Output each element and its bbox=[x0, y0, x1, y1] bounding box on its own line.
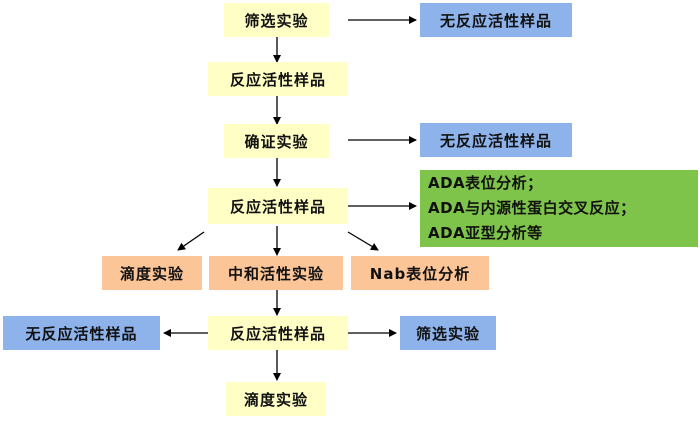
titer-test-box: 滴度实验 bbox=[102, 256, 202, 290]
arrow-reactive-to-titer bbox=[177, 231, 205, 251]
screen-test-box-2: 筛选实验 bbox=[400, 316, 496, 350]
arrow-reactive-to-nab bbox=[347, 231, 379, 251]
reactive-sample-box-1: 反应活性样品 bbox=[208, 62, 348, 96]
ada-analysis-line-2: ADA与内源性蛋白交叉反应； bbox=[428, 199, 636, 217]
titer-test-box-2: 滴度实验 bbox=[226, 382, 326, 416]
screen-test-box: 筛选实验 bbox=[224, 3, 329, 37]
neutralizing-test-box: 中和活性实验 bbox=[209, 256, 343, 290]
confirm-test-box: 确证实验 bbox=[224, 124, 329, 158]
reactive-sample-box-3: 反应活性样品 bbox=[208, 316, 348, 350]
no-reactive-sample-box-2: 无反应活性样品 bbox=[420, 123, 572, 157]
no-reactive-sample-box-1: 无反应活性样品 bbox=[420, 3, 572, 37]
nab-epitope-box: Nab表位分析 bbox=[351, 256, 489, 290]
reactive-sample-box-2: 反应活性样品 bbox=[208, 188, 348, 224]
ada-analysis-line-3: ADA亚型分析等 bbox=[428, 224, 543, 242]
ada-analysis-line-1: ADA表位分析； bbox=[428, 174, 543, 192]
no-reactive-sample-box-3: 无反应活性样品 bbox=[3, 316, 160, 350]
ada-analysis-box: ADA表位分析； ADA与内源性蛋白交叉反应； ADA亚型分析等 bbox=[420, 170, 698, 247]
